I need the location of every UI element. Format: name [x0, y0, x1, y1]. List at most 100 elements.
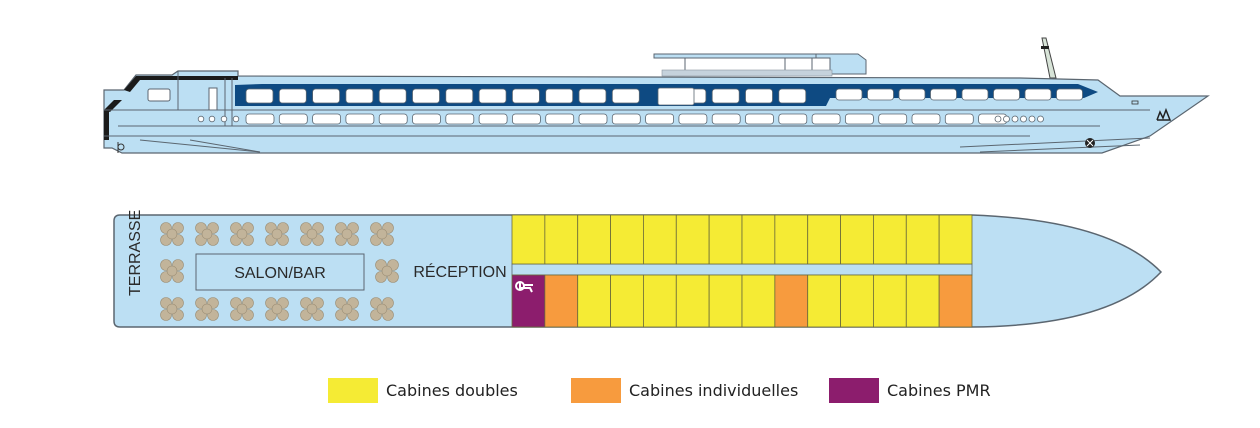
table-groups [160, 222, 399, 321]
cabin-double [807, 214, 841, 265]
window [1024, 88, 1052, 101]
window [845, 113, 874, 125]
porthole [1020, 115, 1027, 123]
window [312, 113, 342, 125]
legend-swatch-double [328, 378, 378, 403]
porthole [232, 115, 240, 123]
reception-label: RÉCEPTION [413, 262, 506, 281]
table-with-chairs [230, 297, 254, 321]
window [412, 88, 440, 104]
window [611, 113, 641, 125]
window [445, 88, 474, 104]
cabin-double [840, 274, 874, 328]
table-with-chairs [375, 259, 399, 283]
bow-logo-icon [1156, 107, 1172, 121]
window [657, 87, 695, 106]
cabin-double [708, 214, 743, 265]
corridor [511, 263, 973, 276]
window [545, 113, 575, 125]
table-with-chairs [265, 222, 289, 246]
table-with-chairs [160, 222, 184, 246]
table-with-chairs [160, 297, 184, 321]
mast [1041, 37, 1057, 79]
table-with-chairs [160, 259, 184, 283]
table-with-chairs [195, 222, 219, 246]
window [278, 113, 308, 125]
lower-deck-windows [245, 113, 1007, 125]
legend-swatch-pmr [829, 378, 879, 403]
cabin-single [544, 274, 579, 328]
cabin-single [774, 274, 809, 328]
legend-item-pmr: Cabines PMR [829, 378, 991, 403]
door [208, 87, 218, 111]
window [578, 88, 607, 104]
window [578, 113, 608, 125]
porthole [1028, 115, 1036, 123]
wheelchair-icon [515, 281, 533, 293]
porthole [208, 115, 216, 123]
deck-plan: TERRASSE SALON/BAR RÉCEPTION [113, 210, 1163, 328]
salon-bar-box [195, 253, 365, 291]
legend-item-double: Cabines doubles [328, 378, 518, 403]
cabin-double [577, 214, 611, 265]
window [778, 113, 808, 125]
window [378, 88, 407, 104]
table-with-chairs [300, 222, 324, 246]
cabin-double [741, 214, 776, 265]
window [711, 88, 740, 104]
window [678, 113, 708, 125]
bow-thruster-icon [1085, 138, 1095, 148]
window [245, 88, 274, 104]
upper-deck-windows [245, 87, 1083, 106]
legend-item-single: Cabines individuelles [571, 378, 798, 403]
ship-side-profile [103, 37, 1210, 154]
cabin-double [643, 214, 677, 265]
cabin-double [938, 214, 973, 265]
cabin-double [840, 214, 874, 265]
cabin-double [610, 214, 644, 265]
window [245, 113, 275, 125]
table-with-chairs [265, 297, 289, 321]
window [930, 88, 957, 101]
legend-swatch-single [571, 378, 621, 403]
table-with-chairs [370, 297, 394, 321]
cabin-double [741, 274, 776, 328]
porthole [994, 115, 1002, 123]
window [878, 113, 908, 125]
terrace-label: TERRASSE [127, 210, 144, 296]
porthole [197, 115, 205, 123]
table-with-chairs [335, 222, 359, 246]
cabin-double [905, 274, 940, 328]
window [961, 88, 989, 101]
cabin-double [643, 274, 677, 328]
window [278, 88, 307, 104]
window [345, 113, 375, 125]
window [378, 113, 408, 125]
window [312, 88, 341, 104]
window [711, 113, 741, 125]
cabin-double [905, 214, 940, 265]
window [944, 113, 974, 125]
window [898, 88, 926, 101]
cabin-double [774, 214, 809, 265]
legend-label: Cabines PMR [887, 381, 991, 400]
porthole [220, 115, 228, 123]
cabin-double [544, 214, 579, 265]
window [512, 88, 540, 104]
cabin-double [610, 274, 644, 328]
cabin-double [675, 274, 710, 328]
cabin-double [873, 214, 907, 265]
sun-deck-canopy [653, 53, 867, 77]
window [545, 88, 574, 104]
porthole [1037, 115, 1044, 123]
porthole [1003, 115, 1010, 123]
cabin-double [708, 274, 743, 328]
table-with-chairs [370, 222, 394, 246]
window [811, 113, 841, 125]
bridge-window [147, 88, 171, 102]
porthole [1011, 115, 1019, 123]
table-with-chairs [300, 297, 324, 321]
table-with-chairs [230, 222, 254, 246]
window [835, 88, 863, 101]
window [778, 88, 807, 104]
